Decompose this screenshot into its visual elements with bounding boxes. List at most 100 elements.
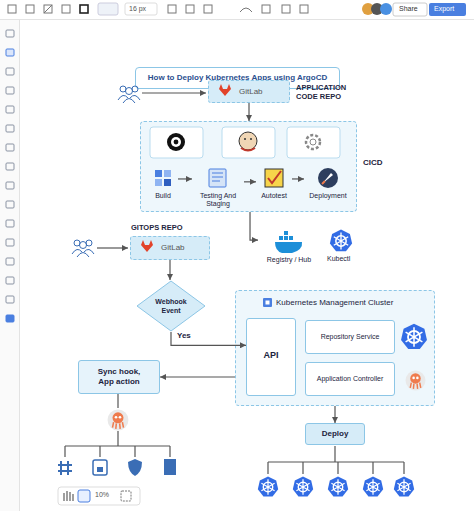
docker-container [289, 236, 293, 240]
cluster-icon [263, 298, 272, 307]
api-box: API [246, 318, 296, 396]
document-icon [164, 459, 176, 475]
step-label: Autotest [256, 192, 292, 200]
zoom-controls [58, 487, 140, 505]
step-label: Build [148, 192, 178, 200]
tool-icon [186, 5, 194, 13]
fan-out-lines [65, 431, 170, 457]
font-size-field [125, 3, 157, 15]
font-size-value: 16 px [129, 5, 146, 12]
sidebar-icon [6, 201, 14, 208]
argo-logo [108, 410, 129, 431]
deploy-step: Deployment [304, 166, 352, 202]
node-label: Registry / Hub [258, 256, 320, 264]
autotest-icon [265, 169, 283, 187]
sidebar-icon [6, 125, 14, 132]
k8s-logo [363, 477, 383, 497]
rocket-icon [323, 173, 333, 183]
tool-tile [150, 127, 203, 158]
tool-icon [262, 5, 270, 13]
button-label: Export [434, 5, 454, 12]
sidebar-icon [6, 258, 14, 265]
docker-container [284, 231, 288, 235]
toolbar [0, 0, 474, 19]
shield-icon [128, 459, 142, 476]
fit-icon [78, 490, 90, 502]
sidebar-icon [6, 49, 14, 56]
sidebar-icon [6, 315, 14, 322]
sidebar-border [19, 20, 20, 511]
testing-icon [212, 173, 223, 181]
tool-icon [44, 5, 52, 13]
tool-icon [168, 5, 176, 13]
node-label: GitLab [161, 243, 185, 252]
tool-icon [44, 5, 52, 13]
cluster-group: Kubernetes Management ClusterAPI Reposito… [235, 290, 435, 406]
sidebar-icon [6, 277, 14, 284]
fan-out-lines [268, 446, 404, 474]
button-label: Share [399, 5, 418, 12]
sidebar-icon [6, 87, 14, 94]
action-box: Sync hook, App action [78, 360, 160, 394]
node-label: Application Controller [306, 375, 394, 383]
sidebar-icon [6, 68, 14, 75]
circleci-logo [171, 137, 181, 147]
jenkins-tie [241, 148, 255, 151]
build-icon [164, 170, 171, 177]
sidebar-icon [6, 182, 14, 189]
flow-arrow [250, 212, 258, 240]
sidebar-icon [6, 163, 14, 170]
user-head [126, 88, 133, 95]
k8s-logo [401, 324, 427, 349]
users-icon [72, 240, 94, 257]
circleci-logo [167, 133, 185, 151]
controller-box: Application Controller [305, 362, 395, 396]
user-body [72, 249, 94, 257]
k8s-logo [293, 477, 313, 497]
gear-icon [306, 135, 320, 149]
user-head [86, 240, 92, 246]
tool-icon [240, 8, 252, 12]
rocket-flame [322, 181, 325, 184]
docker-container [279, 236, 283, 240]
flow-arrow [171, 332, 246, 345]
tool-icon [26, 5, 34, 13]
test-step: Testing And Staging [192, 166, 244, 210]
flow-arrow [178, 178, 192, 179]
tool-icon [282, 5, 290, 13]
repo-box: GitLabAPPLICATION CODE REPO [208, 80, 290, 103]
flow-arrow [292, 178, 304, 179]
decision-diamond: Webhook Event [136, 280, 206, 332]
circleci-logo [174, 140, 179, 145]
tool-icon [8, 5, 16, 13]
argo-logo [406, 371, 426, 391]
tool-icon [300, 5, 308, 13]
node-label: Deploy [306, 429, 364, 438]
edge-label: Yes [177, 331, 191, 340]
autotest-check [268, 171, 281, 183]
sidebar-icon [6, 30, 14, 37]
node-label: Sync hook, App action [93, 367, 145, 387]
sidebar-icon [6, 144, 14, 151]
docker-whale [275, 242, 302, 253]
zoom-value: 10% [95, 491, 109, 498]
tool-icon [62, 5, 70, 13]
user-arrow [97, 247, 128, 248]
tool-tile [287, 127, 340, 158]
gitlab-logo [219, 84, 231, 96]
toolbar-border [0, 19, 474, 20]
jenkins-eye [244, 138, 246, 140]
heading-label: Kubernetes Management Cluster [276, 298, 393, 307]
service-box: Repository Service [305, 320, 395, 354]
lock-box-icon [93, 460, 107, 475]
sidebar-icon [6, 296, 14, 303]
kubectl-logo [330, 230, 352, 252]
build-icon [155, 170, 162, 177]
gitlab-logo [141, 240, 153, 252]
node-label: API [247, 350, 295, 360]
step-label: Deployment [304, 192, 352, 200]
testing-icon [209, 169, 226, 187]
cicd-group: CICDBuildTesting And StagingAutotestDepl… [140, 121, 357, 212]
